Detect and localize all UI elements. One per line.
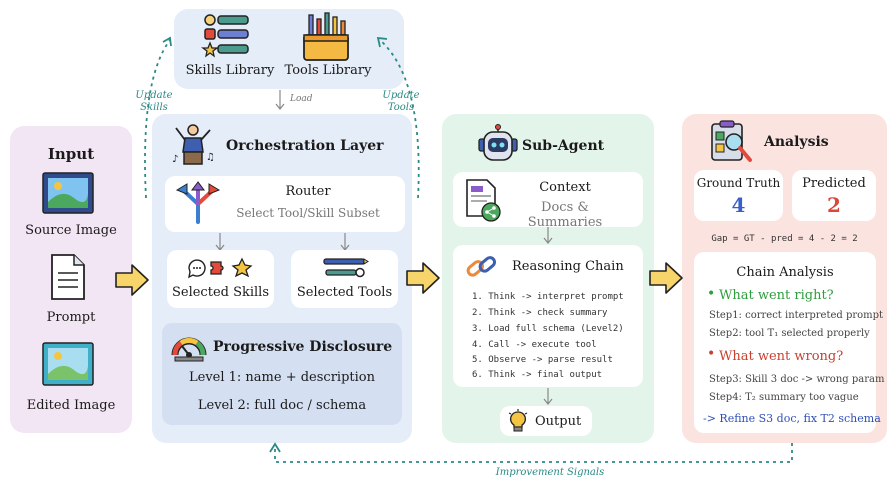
context-document-icon	[466, 179, 501, 222]
progressive-disclosure-card[interactable]	[162, 323, 402, 425]
reasoning-step: 4. Call -> execute tool	[472, 340, 597, 350]
wrong-item: Step4: T₂ summary too vague	[709, 392, 859, 403]
selected-skills-icons	[188, 257, 253, 279]
input-item-source: Source Image	[25, 223, 117, 238]
reasoning-step: 2. Think -> check summary	[472, 308, 608, 318]
update-tools-label: Update Tools	[382, 90, 420, 113]
reasoning-to-output-arrow	[543, 388, 553, 405]
router-split-arrows-icon	[175, 181, 221, 224]
skills-library-label: Skills Library	[185, 63, 275, 78]
load-label: Load	[290, 94, 313, 104]
lightbulb-icon	[508, 409, 528, 432]
reasoning-step: 1. Think -> interpret prompt	[472, 292, 624, 302]
robot-icon	[478, 124, 518, 161]
selected-skills-card[interactable]	[167, 250, 274, 308]
right-heading: What went right?	[719, 288, 834, 303]
gap-text: Gap = GT - pred = 4 - 2 = 2	[711, 234, 858, 244]
analysis-clipboard-icon	[711, 120, 752, 162]
conductor-icon: ♪ ♫	[172, 124, 215, 165]
router-title: Router	[285, 184, 331, 199]
reasoning-chain-card[interactable]	[453, 245, 643, 387]
output-label: Output	[535, 414, 582, 429]
input-item-prompt: Prompt	[46, 310, 96, 325]
pd-level-2: Level 2: full doc / schema	[197, 398, 367, 413]
chain-analysis-title: Chain Analysis	[736, 265, 834, 280]
svg-text:♫: ♫	[206, 152, 215, 163]
fix-text: -> Refine S3 doc, fix T2 schema	[703, 412, 881, 425]
chain-link-icon	[466, 256, 497, 277]
svg-text:♪: ♪	[172, 154, 178, 165]
analysis-title: Analysis	[764, 134, 829, 150]
ground-truth-label: Ground Truth	[696, 176, 781, 190]
reasoning-step: 5. Observe -> parse result	[472, 355, 613, 365]
gauge-icon	[171, 337, 207, 362]
predicted-card	[792, 170, 876, 221]
source-image-icon	[42, 172, 94, 214]
orchestration-title: Orchestration Layer	[226, 138, 384, 154]
tools-library-label: Tools Library	[284, 63, 372, 78]
router-subtitle: Select Tool/Skill Subset	[236, 206, 380, 220]
update-skills-label: Update Skills	[135, 90, 173, 113]
selected-tools-icons	[323, 258, 369, 278]
chain-analysis-card[interactable]	[694, 252, 876, 433]
pd-level-1: Level 1: name + description	[189, 370, 375, 385]
reasoning-step: 3. Load full schema (Level2)	[472, 324, 624, 334]
selected-skills-label: Selected Skills	[171, 285, 270, 300]
predicted-label: Predicted	[802, 176, 866, 191]
improvement-signals-label: Improvement Signals	[495, 467, 605, 478]
right-item: Step2: tool T₁ selected properly	[709, 328, 870, 339]
context-subtitle: Docs & Summaries	[527, 200, 603, 230]
reasoning-chain-title: Reasoning Chain	[512, 259, 624, 274]
ground-truth-card	[694, 170, 783, 221]
ground-truth-value: 4	[731, 193, 746, 217]
context-to-reasoning-arrow	[543, 227, 553, 244]
wrong-item: Step3: Skill 3 doc -> wrong param	[709, 374, 885, 385]
tools-library-icon	[303, 12, 349, 61]
input-title: Input	[47, 145, 95, 163]
wrong-bullet: •	[707, 346, 716, 362]
subagent-title: Sub-Agent	[522, 138, 605, 154]
wrong-heading: What went wrong?	[719, 349, 844, 364]
right-bullet: •	[707, 286, 716, 302]
reasoning-step: 6. Think -> final output	[472, 370, 603, 380]
router-card[interactable]	[165, 176, 405, 232]
selected-tools-label: Selected Tools	[296, 285, 393, 300]
prompt-document-icon	[51, 254, 85, 300]
flow-arrow-input-to-orch	[115, 264, 149, 296]
progressive-disclosure-title: Progressive Disclosure	[213, 339, 393, 355]
predicted-value: 2	[827, 193, 841, 217]
input-item-edited: Edited Image	[26, 398, 116, 413]
context-title: Context	[539, 180, 591, 195]
right-item: Step1: correct interpreted prompt	[709, 310, 884, 321]
edited-image-icon	[42, 342, 94, 386]
skills-library-icon	[201, 14, 249, 58]
